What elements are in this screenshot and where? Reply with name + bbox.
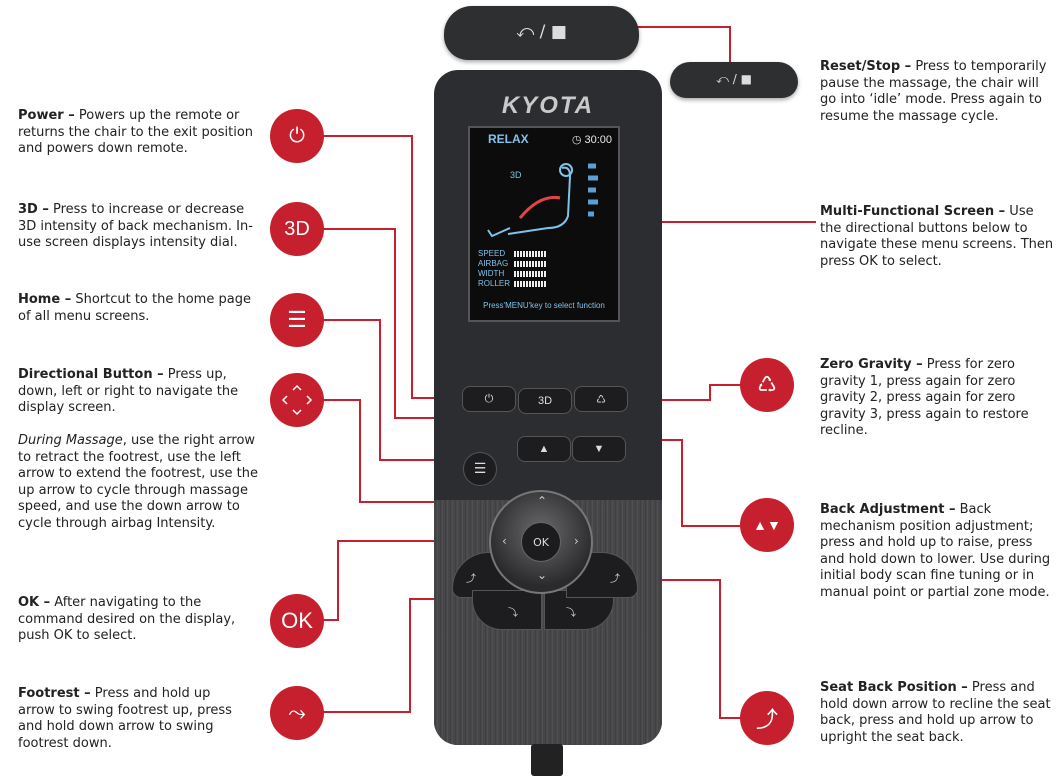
dpad-right-icon[interactable]: ›	[574, 534, 579, 548]
directional-callout-button	[270, 373, 324, 427]
reset-stop-panel-small: ⤺ / ■	[670, 62, 798, 98]
home-list-icon: ☰	[473, 461, 487, 477]
seat-back-icon: ⤴	[755, 707, 778, 732]
threed-callout-button: 3D	[270, 202, 324, 256]
stat-width: WIDTH	[478, 269, 505, 278]
stat-airbag-bars	[514, 261, 546, 267]
screen-3d-badge: 3D	[510, 170, 522, 180]
multi-function-screen[interactable]: RELAX ◷ 30:00 3D SPEED AIRBAG WIDTH ROLL…	[468, 126, 620, 322]
reset-stop-symbols: ⤺ / ■	[516, 22, 567, 42]
stat-speed-bars	[514, 251, 546, 257]
multi-screen-description: Multi-Functional Screen – Use the direct…	[820, 204, 1054, 269]
footrest-icon: ⤳	[288, 700, 306, 725]
during-massage-description: During Massage, use the right arrow to r…	[18, 433, 258, 531]
power-description: Power – Powers up the remote or returns …	[18, 108, 254, 156]
back-adjust-callout-button: ▲▼	[740, 498, 794, 552]
threed-callout-label: 3D	[284, 217, 310, 240]
footrest-down-icon: ⤵	[508, 608, 518, 619]
dpad-down-icon[interactable]: ⌄	[537, 568, 548, 582]
remote-back-up-button[interactable]: ▲	[517, 436, 571, 462]
remote-power-button[interactable]: ⏻	[462, 386, 516, 412]
remote-3d-button[interactable]: 3D	[518, 388, 572, 414]
stat-width-bars	[514, 271, 546, 277]
power-icon: ⏻	[289, 124, 305, 147]
down-triangle-icon: ▼	[593, 443, 605, 455]
home-list-icon: ☰	[287, 307, 307, 332]
reset-stop-panel-large: ⤺ / ■	[444, 6, 639, 60]
power-icon: ⏻	[484, 392, 494, 405]
remote-ok-button[interactable]: OK	[521, 522, 561, 562]
power-callout-button: ⏻	[270, 109, 324, 163]
screen-title: RELAX	[488, 132, 529, 146]
brand-logo: KYOTA	[501, 92, 595, 119]
back-adjust-description: Back Adjustment – Back mechanism positio…	[820, 502, 1051, 600]
dpad-up-icon[interactable]: ⌃	[537, 494, 548, 508]
dpad-left-icon[interactable]: ‹	[502, 534, 507, 548]
up-triangle-icon: ▲	[538, 443, 550, 455]
home-callout-button: ☰	[270, 293, 324, 347]
zero-gravity-icon: ♺	[757, 372, 777, 397]
seat-down-icon: ⤵	[566, 608, 576, 619]
threed-description: 3D – Press to increase or decrease 3D in…	[18, 202, 253, 250]
remote-zero-gravity-button[interactable]: ♺	[574, 386, 628, 412]
stat-speed: SPEED	[478, 249, 506, 258]
seat-back-callout-button: ⤴	[740, 691, 794, 745]
screen-footer: Press'MENU'key to select function	[483, 301, 605, 310]
screen-timer: ◷ 30:00	[571, 134, 612, 146]
footrest-description: Footrest – Press and hold up arrow to sw…	[18, 686, 232, 751]
remote-back-down-button[interactable]: ▼	[572, 436, 626, 462]
stat-roller-bars	[514, 281, 546, 287]
remote-cable	[531, 744, 563, 776]
zero-gravity-icon: ♺	[596, 393, 606, 406]
stat-airbag: AIRBAG	[478, 259, 509, 268]
remote-home-button[interactable]: ☰	[463, 452, 497, 486]
reset-stop-symbols-small: ⤺ / ■	[716, 72, 752, 86]
home-description: Home – Shortcut to the home page of all …	[18, 292, 251, 324]
footrest-up-icon: ⤴	[466, 574, 476, 585]
stat-roller: ROLLER	[478, 279, 511, 288]
seat-back-description: Seat Back Position – Press and hold down…	[820, 680, 1051, 745]
chair-graphic: 3D	[487, 163, 598, 238]
remote-ok-label: OK	[533, 535, 549, 549]
reset-stop-description: Reset/Stop – Press to temporarily pause …	[820, 59, 1047, 124]
remote-3d-label: 3D	[537, 395, 553, 407]
footrest-callout-button: ⤳	[270, 686, 324, 740]
seat-up-icon: ⤴	[610, 574, 620, 585]
directional-description: Directional Button – Press up, down, lef…	[18, 367, 239, 415]
zero-gravity-callout-button: ♺	[740, 358, 794, 412]
zero-gravity-description: Zero Gravity – Press for zero gravity 1,…	[820, 357, 1029, 438]
up-down-triangle-icon: ▲▼	[753, 517, 781, 533]
ok-callout-button: OK	[270, 594, 324, 648]
directional-arrows-icon	[281, 384, 313, 416]
ok-callout-label: OK	[281, 608, 313, 633]
ok-description: OK – After navigating to the command des…	[18, 595, 236, 643]
